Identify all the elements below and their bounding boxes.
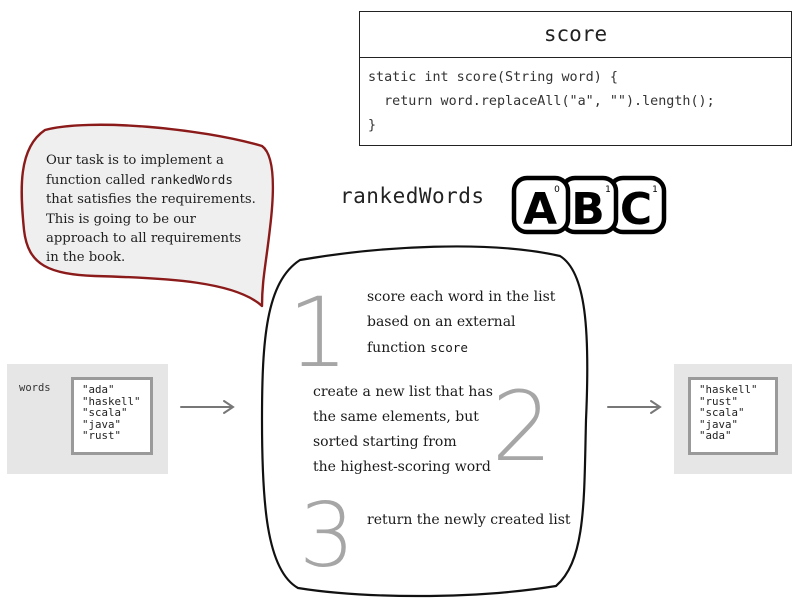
output-arrow: [607, 400, 662, 414]
callout-line: that satisfies the requirements.: [46, 192, 256, 208]
abc-tiles-graphic: C 1 B 1 A 0: [511, 175, 667, 235]
score-code-block: static int score(String word) { return w…: [360, 58, 791, 138]
input-list-box: "ada" "haskell" "scala" "java" "rust": [71, 377, 153, 455]
list-item: "haskell": [82, 394, 141, 408]
list-item: "java": [82, 417, 122, 431]
step-line: return the newly created list: [367, 512, 571, 528]
tile-c-subscript: 1: [652, 185, 658, 195]
list-item: "scala": [699, 406, 745, 420]
callout-line-text: function called: [46, 173, 150, 189]
step-line: function score: [367, 335, 577, 361]
list-item: "java": [699, 417, 739, 431]
tile-b-letter: B: [571, 184, 605, 235]
step-line: sorted starting from: [313, 434, 457, 450]
step-line: the same elements, but: [313, 409, 479, 425]
output-list-box: "haskell" "rust" "scala" "java" "ada": [688, 377, 778, 455]
tile-b: B 1: [559, 175, 619, 235]
callout-line: This is going to be our: [46, 211, 196, 227]
step-line-text: function: [367, 340, 431, 356]
code-line: static int score(String word) {: [368, 70, 618, 85]
output-list: "haskell" "rust" "scala" "java" "ada": [691, 380, 775, 442]
tile-a-subscript: 0: [554, 185, 560, 195]
list-item: "ada": [699, 429, 732, 443]
callout-line: approach to all requirements: [46, 230, 242, 246]
ranked-words-title: rankedWords: [340, 184, 485, 208]
step-3-text: return the newly created list: [367, 508, 577, 533]
tile-b-subscript: 1: [605, 185, 611, 195]
list-item: "scala": [82, 406, 128, 420]
list-item: "rust": [699, 394, 739, 408]
tile-a-letter: A: [523, 184, 557, 235]
step-2-text: create a new list that has the same elem…: [313, 380, 513, 480]
step-line: the highest-scoring word: [313, 459, 491, 475]
step-line: score each word in the list: [367, 289, 556, 305]
code-line: return word.replaceAll("a", "").length()…: [368, 94, 715, 109]
score-function-box: score static int score(String word) { re…: [359, 11, 792, 146]
process-outline: [260, 245, 589, 598]
code-line: }: [368, 118, 377, 133]
step-line: create a new list that has: [313, 384, 493, 400]
tile-a: A 0: [511, 175, 571, 235]
score-inline-code: score: [430, 340, 468, 355]
step-number-3: 3: [299, 484, 355, 587]
callout-bubble-outline: [20, 123, 275, 308]
callout-line: function called rankedWords: [46, 170, 266, 190]
step-number-2: 2: [491, 371, 552, 483]
score-box-title: score: [360, 12, 791, 58]
list-item: "haskell": [699, 383, 758, 396]
words-label: words: [19, 382, 51, 394]
input-arrow: [180, 400, 235, 414]
callout-line: in the book.: [46, 250, 126, 266]
tile-c-letter: C: [620, 184, 652, 235]
step-line: based on an external: [367, 314, 516, 330]
step-1-text: score each word in the list based on an …: [367, 285, 577, 361]
input-list: "ada" "haskell" "scala" "java" "rust": [74, 380, 150, 442]
callout-text: Our task is to implement a function call…: [46, 151, 266, 267]
list-item: "ada": [82, 383, 115, 396]
ranked-words-inline-code: rankedWords: [149, 172, 233, 188]
step-number-1: 1: [287, 277, 348, 389]
list-item: "rust": [82, 429, 122, 443]
callout-line: Our task is to implement a: [46, 153, 224, 168]
